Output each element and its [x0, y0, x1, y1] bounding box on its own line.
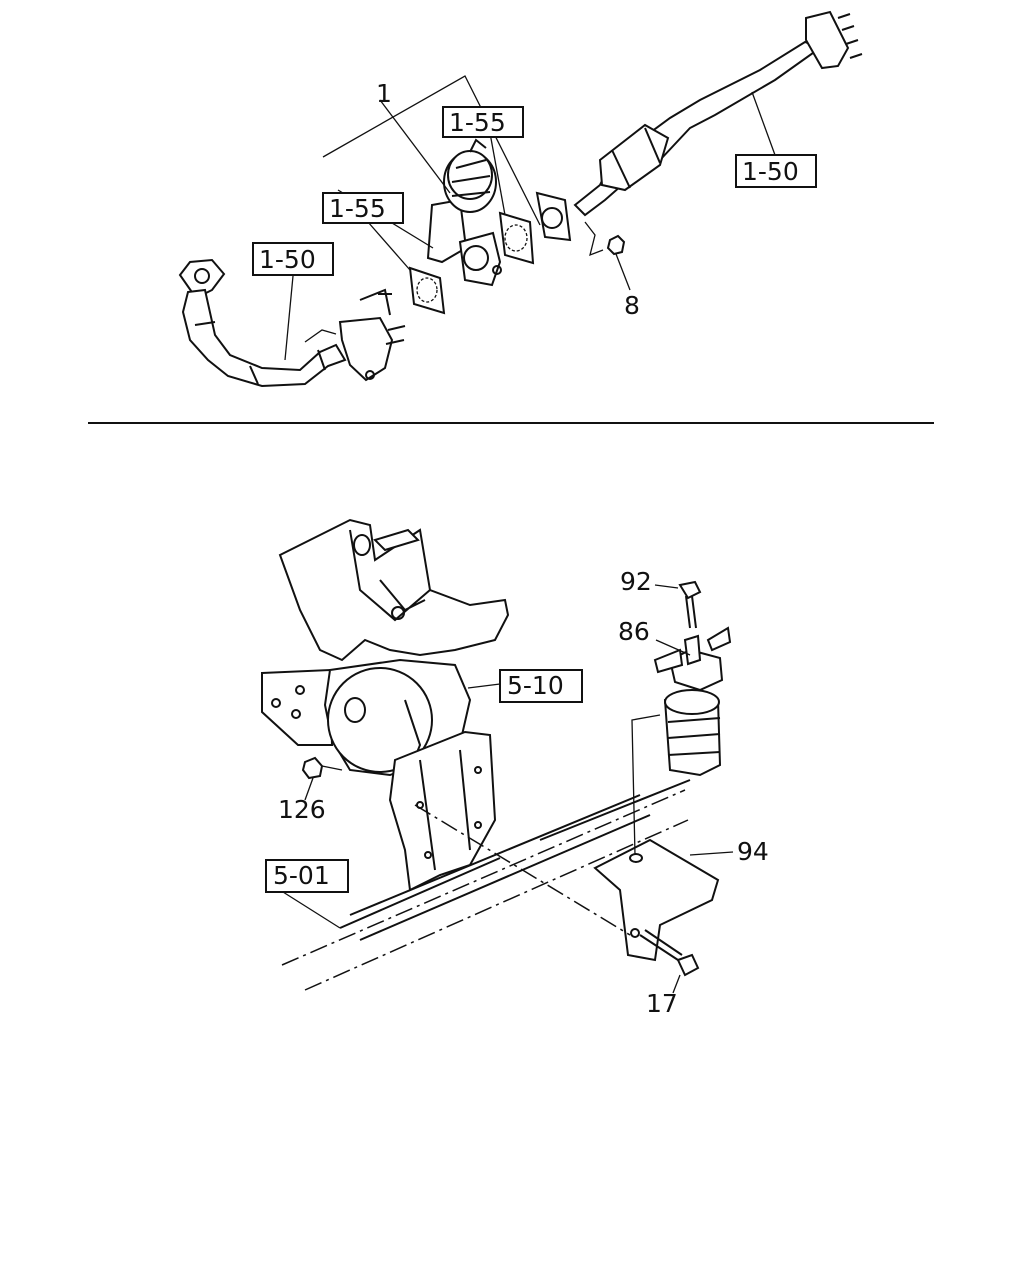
ref-box-5-10 [499, 669, 583, 703]
label-part-86: 86 [618, 617, 650, 646]
nut-126 [301, 756, 343, 801]
label-ref-1-55-left: 1-55 [329, 194, 386, 223]
label-part-94: 94 [737, 837, 769, 866]
label-part-17: 17 [646, 989, 678, 1018]
ref-box-1-50-right [735, 154, 817, 188]
exhaust-valve [426, 138, 502, 287]
nut-8 [584, 221, 631, 291]
label-ref-1-50-right: 1-50 [742, 157, 799, 186]
bolt-17 [639, 929, 700, 994]
upper-mount-bracket [278, 518, 510, 662]
label-part-92: 92 [620, 567, 652, 596]
ref-box-1-55-left [322, 192, 404, 224]
label-ref-5-10: 5-10 [507, 671, 564, 700]
label-part-8: 8 [624, 291, 640, 320]
frame-rail [281, 779, 691, 991]
label-ref-1-55-right: 1-55 [449, 108, 506, 137]
actuator-86 [653, 626, 732, 777]
bolt-92 [654, 580, 702, 656]
bracket-94 [593, 714, 734, 962]
ref-box-1-55-right [442, 106, 524, 138]
engine-mount-assembly: 92 86 5-10 126 94 5-01 17 [261, 518, 769, 1018]
label-part-1: 1 [376, 79, 392, 108]
side-plate [261, 668, 334, 746]
label-part-126: 126 [278, 795, 326, 824]
exhaust-pipe-right [535, 10, 863, 242]
ref-box-1-50-left [252, 242, 334, 276]
exhaust-pipe-left [178, 258, 406, 388]
exhaust-assembly: 1 1-55 1-55 1-50 1-50 8 [178, 10, 863, 388]
label-ref-1-50-left: 1-50 [259, 245, 316, 274]
label-ref-5-01: 5-01 [273, 861, 330, 890]
gasket-right [498, 211, 535, 265]
lower-bracket [388, 730, 497, 892]
ref-box-5-01 [265, 859, 349, 893]
gasket-left [408, 266, 446, 315]
